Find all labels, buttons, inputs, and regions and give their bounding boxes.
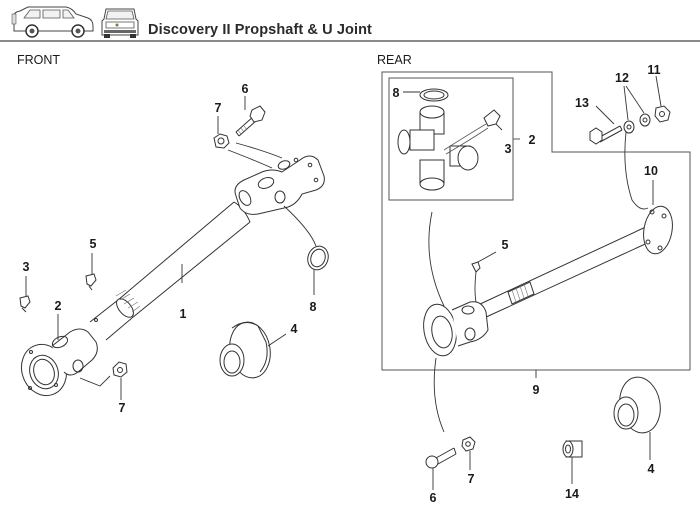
- callout-rear-14: 14: [565, 487, 579, 501]
- callout-front-4: 4: [290, 322, 298, 336]
- front-grease-nipple-5: [85, 273, 97, 291]
- page-title: Discovery II Propshaft & U Joint: [148, 22, 372, 38]
- front-grease-nipple-3: [19, 295, 31, 313]
- rear-washers-12: [623, 113, 651, 134]
- vehicle-side-view-icon: [11, 6, 94, 38]
- callout-rear-13: 13: [575, 96, 589, 110]
- front-circlip: [307, 245, 329, 271]
- callout-front-5: 5: [89, 237, 97, 251]
- page-header: Discovery II Propshaft & U Joint: [0, 0, 700, 44]
- front-universal-joint-front: [20, 328, 98, 397]
- callout-rear-9: 9: [532, 383, 540, 397]
- callout-front-2: 2: [54, 299, 62, 313]
- rear-leader-lines: [403, 75, 662, 490]
- front-propshaft: [89, 201, 251, 341]
- rear-section-label: REAR: [377, 53, 412, 67]
- callout-front-8: 8: [309, 300, 317, 314]
- rear-bolt-13: [589, 125, 623, 145]
- rear-assembly-frame: [381, 71, 691, 371]
- front-bolt: [235, 105, 266, 137]
- callout-rear-8: 8: [392, 86, 400, 100]
- callout-front-7-bottom: 7: [118, 401, 126, 415]
- callout-rear-7: 7: [467, 472, 475, 486]
- header-divider: [0, 40, 700, 42]
- callout-front-1: 1: [179, 307, 187, 321]
- rear-propshaft: [423, 205, 673, 357]
- callout-rear-4: 4: [647, 462, 655, 476]
- front-nut-top: [213, 133, 230, 149]
- callout-front-3: 3: [22, 260, 30, 274]
- front-gaiter: [219, 321, 271, 379]
- front-section-label: FRONT: [17, 53, 61, 67]
- callout-front-6: 6: [241, 82, 249, 96]
- callout-rear-3: 3: [504, 142, 512, 156]
- front-universal-joint-rear: [234, 155, 325, 215]
- callout-rear-5: 5: [501, 238, 509, 252]
- front-nut-bottom: [112, 361, 128, 378]
- rear-universal-joint-kit: [397, 88, 501, 191]
- vehicle-front-view-icon: [101, 8, 139, 38]
- callout-rear-10: 10: [644, 164, 658, 178]
- callout-rear-6: 6: [429, 491, 437, 505]
- callout-rear-12: 12: [615, 71, 629, 85]
- rear-nut-11: [654, 105, 671, 123]
- rear-spacer-14: [562, 440, 583, 458]
- callout-front-7-top: 7: [214, 101, 222, 115]
- front-leader-lines: [25, 96, 317, 400]
- rear-nut-7: [461, 436, 476, 452]
- callout-rear-11: 11: [647, 63, 661, 77]
- callout-rear-2: 2: [528, 133, 536, 147]
- rear-gaiter-4: [613, 376, 661, 434]
- rear-bolt-6: [425, 447, 457, 469]
